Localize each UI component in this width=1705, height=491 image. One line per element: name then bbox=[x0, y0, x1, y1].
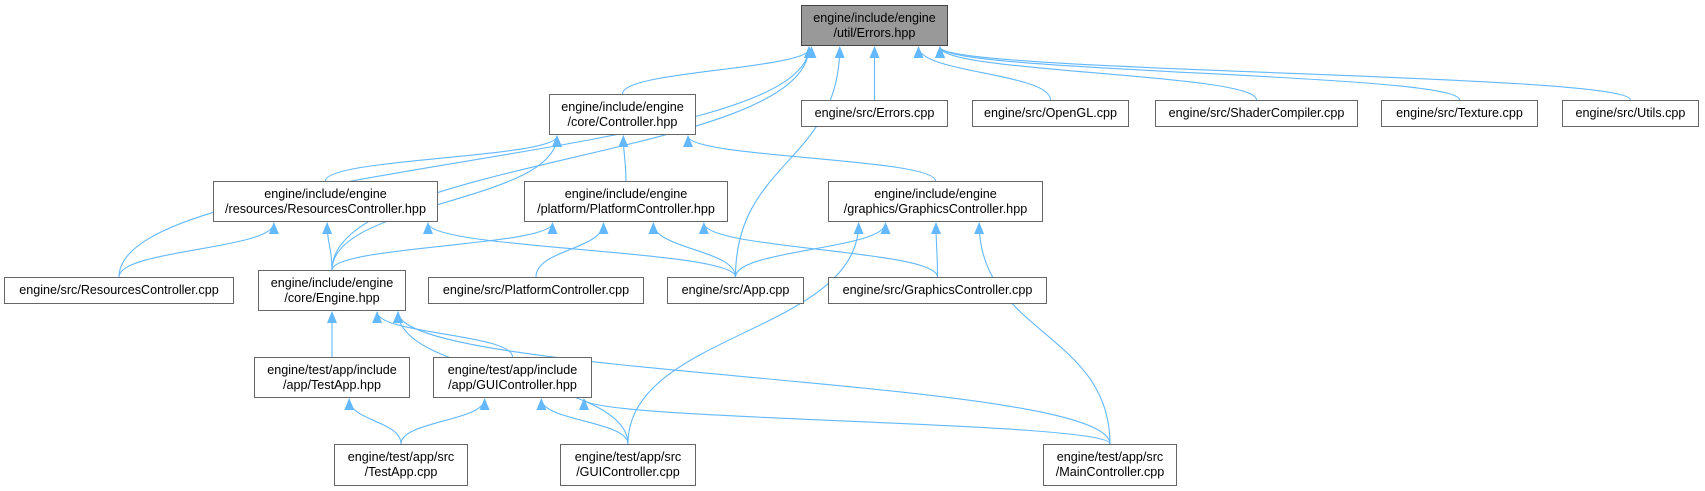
edge-maincontroller_cpp-to-engine_hpp bbox=[393, 311, 1111, 445]
node-label: engine/include/engine/graphics/GraphicsC… bbox=[843, 186, 1028, 216]
edge-maincontroller_cpp-to-graphicscontroller_hpp bbox=[974, 222, 1111, 445]
node-label: engine/src/OpenGL.cpp bbox=[983, 106, 1117, 120]
node-label: engine/include/engine/platform/PlatformC… bbox=[537, 186, 715, 216]
node-resourcescontroller-hpp[interactable]: engine/include/engine/resources/Resource… bbox=[213, 181, 438, 222]
node-controller-hpp[interactable]: engine/include/engine/core/Controller.hp… bbox=[549, 94, 696, 135]
node-guicontroller-hpp[interactable]: engine/test/app/include/app/GUIControlle… bbox=[433, 357, 592, 398]
edge-opengl_cpp-to-errors_hpp bbox=[913, 46, 1052, 101]
edge-resourcescontroller_hpp-to-controller_hpp bbox=[324, 135, 562, 182]
edge-graphicscontroller_cpp-to-platformcontroller_hpp bbox=[698, 222, 939, 278]
node-label: engine/test/app/src/TestApp.cpp bbox=[347, 450, 455, 479]
node-label: engine/src/Errors.cpp bbox=[814, 106, 935, 120]
node-guicontroller-cpp[interactable]: engine/test/app/src/GUIController.cpp bbox=[560, 444, 696, 486]
node-engine-hpp[interactable]: engine/include/engine/core/Engine.hpp bbox=[258, 270, 406, 311]
edge-platformcontroller_cpp-to-platformcontroller_hpp bbox=[535, 222, 609, 278]
node-label: engine/include/engine/core/Controller.hp… bbox=[561, 99, 684, 129]
node-label: engine/test/app/src/MainController.cpp bbox=[1055, 450, 1165, 479]
edge-app_cpp-to-graphicscontroller_hpp bbox=[734, 222, 891, 278]
node-opengl-cpp[interactable]: engine/src/OpenGL.cpp bbox=[972, 100, 1129, 127]
node-label: engine/src/GraphicsController.cpp bbox=[842, 283, 1033, 297]
node-platformcontroller-cpp[interactable]: engine/src/PlatformController.cpp bbox=[428, 277, 644, 304]
edge-graphicscontroller_cpp-to-graphicscontroller_hpp bbox=[931, 222, 942, 278]
node-graphicscontroller-hpp[interactable]: engine/include/engine/graphics/GraphicsC… bbox=[828, 181, 1043, 222]
node-label: engine/src/ShaderCompiler.cpp bbox=[1168, 106, 1345, 120]
node-utils-cpp[interactable]: engine/src/Utils.cpp bbox=[1562, 100, 1699, 127]
node-errors-hpp: engine/include/engine/util/Errors.hpp bbox=[801, 5, 948, 46]
node-label: engine/src/ResourcesController.cpp bbox=[19, 283, 219, 297]
edge-utils_cpp-to-errors_hpp bbox=[935, 46, 1632, 101]
edge-app_cpp-to-platformcontroller_hpp bbox=[648, 222, 737, 278]
edge-maincontroller_cpp-to-guicontroller_hpp bbox=[579, 398, 1111, 445]
node-texture-cpp[interactable]: engine/src/Texture.cpp bbox=[1381, 100, 1538, 127]
node-label: engine/test/app/include/app/GUIControlle… bbox=[447, 362, 578, 392]
node-errors-cpp[interactable]: engine/src/Errors.cpp bbox=[801, 100, 948, 127]
node-label: engine/include/engine/core/Engine.hpp bbox=[270, 275, 394, 305]
node-label: engine/src/Utils.cpp bbox=[1575, 106, 1686, 120]
node-maincontroller-cpp[interactable]: engine/test/app/src/MainController.cpp bbox=[1043, 444, 1177, 486]
edge-engine_hpp-to-controller_hpp bbox=[331, 135, 562, 271]
edge-resourcescontroller_cpp-to-resourcescontroller_hpp bbox=[118, 222, 279, 278]
node-label: engine/src/App.cpp bbox=[681, 283, 790, 297]
edge-platformcontroller_hpp-to-controller_hpp bbox=[618, 135, 629, 182]
node-shadercompiler-cpp[interactable]: engine/src/ShaderCompiler.cpp bbox=[1155, 100, 1358, 127]
edge-testapp_cpp-to-guicontroller_hpp bbox=[400, 398, 490, 445]
edge-app_cpp-to-resourcescontroller_hpp bbox=[423, 222, 737, 278]
edge-resourcescontroller_cpp-to-errors_hpp bbox=[118, 46, 814, 278]
node-testapp-cpp[interactable]: engine/test/app/src/TestApp.cpp bbox=[334, 444, 468, 486]
node-label: engine/src/PlatformController.cpp bbox=[442, 283, 630, 297]
edge-guicontroller_cpp-to-graphicscontroller_hpp bbox=[627, 222, 864, 445]
edge-app_cpp-to-errors_hpp bbox=[734, 46, 845, 278]
node-platformcontroller-hpp[interactable]: engine/include/engine/platform/PlatformC… bbox=[524, 181, 728, 222]
edge-shadercompiler_cpp-to-errors_hpp bbox=[935, 46, 1258, 101]
node-label: engine/include/engine/resources/Resource… bbox=[225, 186, 426, 216]
node-label: engine/test/app/include/app/TestApp.hpp bbox=[267, 362, 397, 392]
edge-guicontroller_cpp-to-guicontroller_hpp bbox=[536, 398, 629, 445]
edge-graphicscontroller_hpp-to-controller_hpp bbox=[683, 135, 937, 182]
node-graphicscontroller-cpp[interactable]: engine/src/GraphicsController.cpp bbox=[828, 277, 1047, 304]
edge-testapp_cpp-to-testapp_hpp bbox=[344, 398, 402, 445]
edge-engine_hpp-to-resourcescontroller_hpp bbox=[322, 222, 333, 271]
node-resourcescontroller-cpp[interactable]: engine/src/ResourcesController.cpp bbox=[4, 277, 234, 304]
node-label: engine/src/Texture.cpp bbox=[1396, 106, 1523, 120]
edge-engine_hpp-to-platformcontroller_hpp bbox=[331, 222, 558, 271]
edge-controller_hpp-to-errors_hpp bbox=[621, 46, 817, 95]
node-testapp-hpp[interactable]: engine/test/app/include/app/TestApp.hpp bbox=[254, 357, 410, 398]
edge-engine_hpp-to-errors_hpp bbox=[331, 46, 814, 271]
node-label: engine/include/engine/util/Errors.hpp bbox=[813, 10, 936, 40]
node-label: engine/test/app/src/GUIController.cpp bbox=[574, 450, 682, 479]
node-app-cpp[interactable]: engine/src/App.cpp bbox=[667, 277, 804, 304]
edge-guicontroller_hpp-to-engine_hpp bbox=[372, 311, 514, 358]
edge-texture_cpp-to-errors_hpp bbox=[935, 46, 1461, 101]
